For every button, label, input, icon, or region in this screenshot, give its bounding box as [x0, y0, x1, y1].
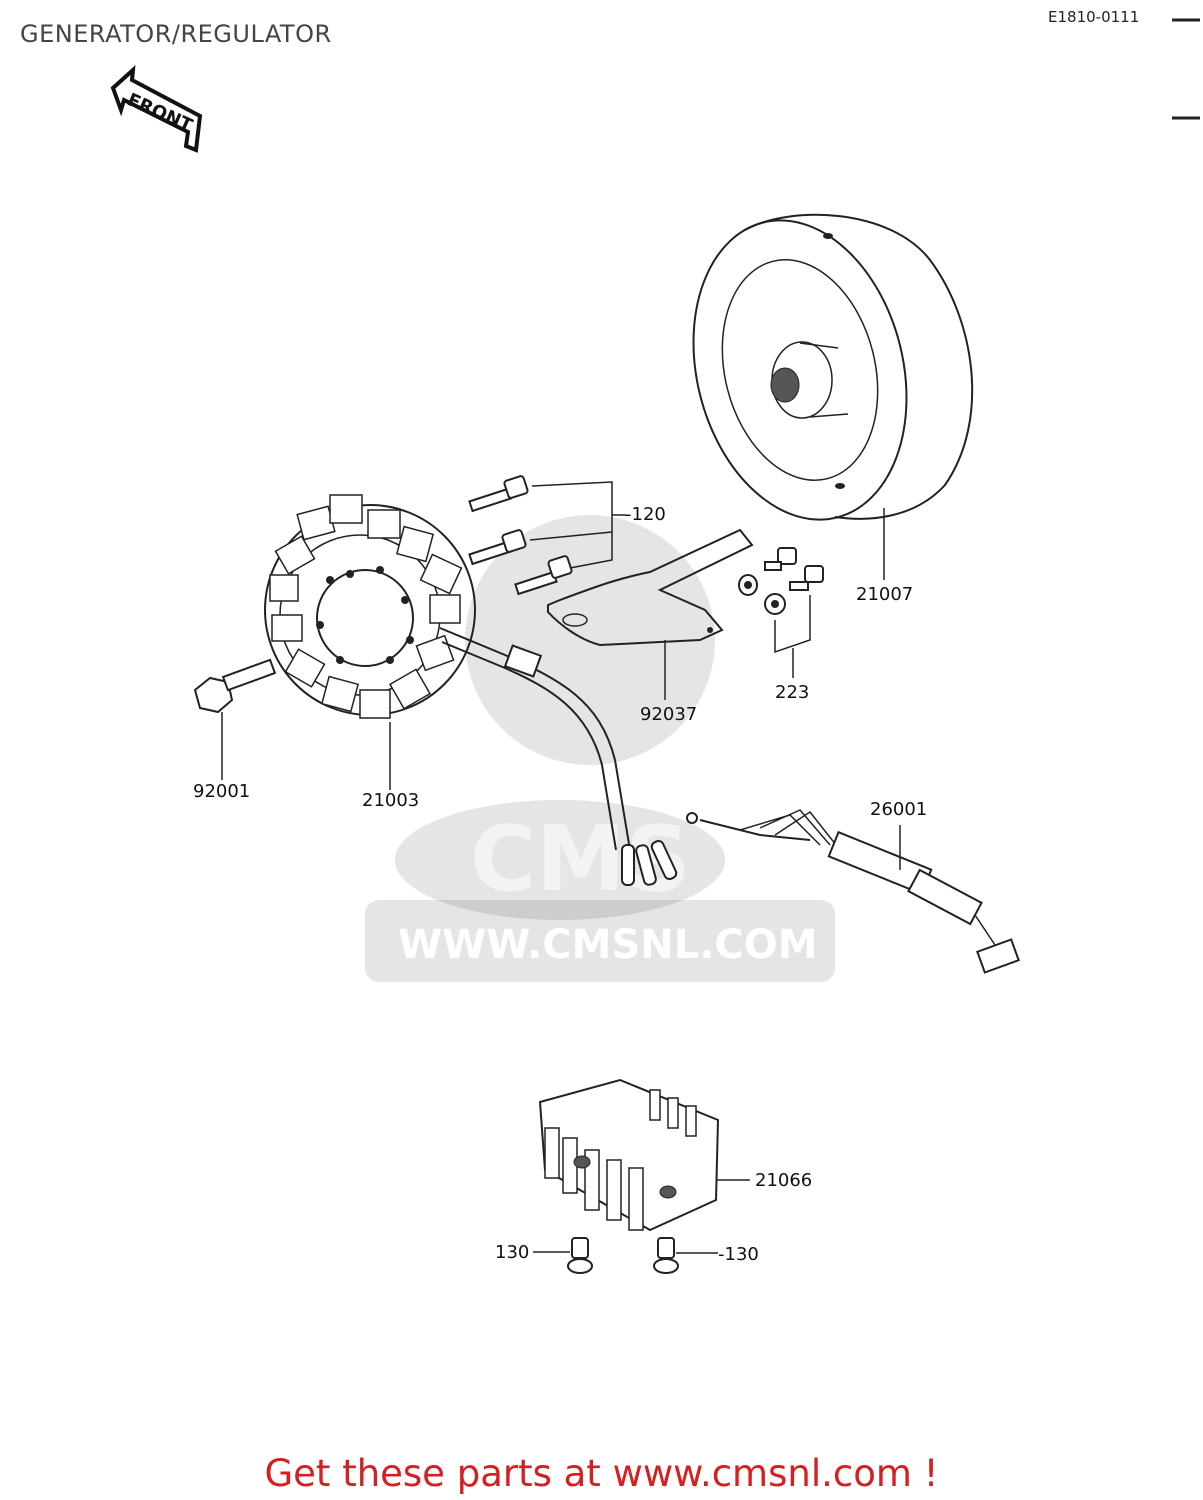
regulator-21066: 21066 [538, 1078, 812, 1232]
label-21007: 21007 [856, 584, 913, 605]
label-130-right: -130 [718, 1244, 759, 1265]
bolt-92001: 92001 [193, 658, 277, 802]
footer-promo: Get these parts at www.cmsnl.com ! [264, 1452, 939, 1495]
label-92001: 92001 [193, 781, 250, 802]
screws-223 [738, 547, 824, 615]
label-26001: 26001 [870, 799, 927, 820]
label-21066: 21066 [755, 1170, 812, 1191]
stator-21003: 21003 [264, 494, 476, 811]
page-title: GENERATOR/REGULATOR [20, 20, 332, 48]
stator-wire [439, 627, 678, 886]
bracket-92037: 92037 [547, 528, 754, 725]
label-120: -120 [625, 504, 666, 525]
harness-26001: 26001 [686, 799, 1020, 974]
rotor-21007: 21007 [692, 213, 974, 605]
label-92037: 92037 [640, 704, 697, 725]
watermark-big: CMS [470, 807, 690, 912]
bolts-120 [468, 475, 573, 596]
label-21003: 21003 [362, 790, 419, 811]
watermark: CMS WWW.CMSNL.COM [365, 515, 835, 982]
screws-130 [567, 1237, 679, 1274]
front-arrow-icon: FRONT [110, 65, 203, 153]
watermark-url: WWW.CMSNL.COM [398, 922, 818, 968]
diagram-code: E1810-0111 [1048, 8, 1140, 26]
label-223: 223 [775, 682, 809, 703]
parts-diagram: FRONT CMS WWW.CMSNL.COM 21007 [110, 18, 1200, 1274]
label-130-left: 130 [495, 1242, 529, 1263]
